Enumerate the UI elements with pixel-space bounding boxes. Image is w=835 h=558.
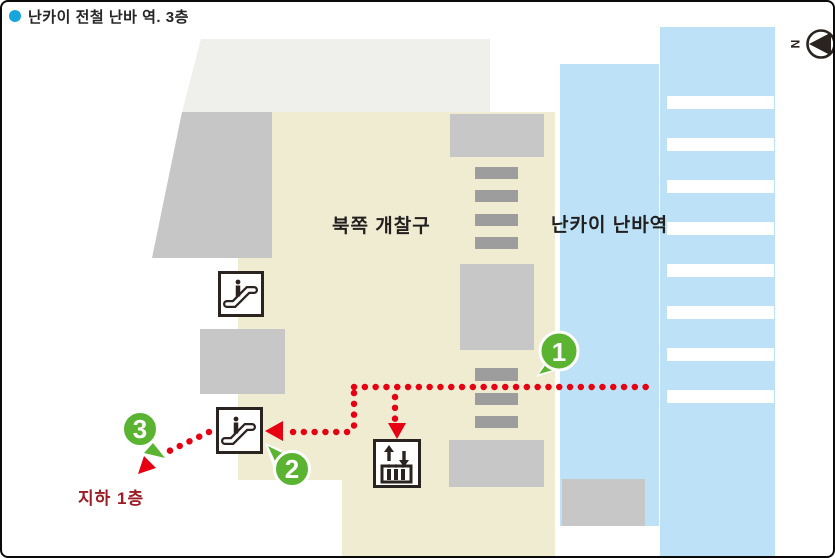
- ticket-gate-bar: [475, 190, 518, 202]
- escalator-upper-icon: [218, 271, 264, 317]
- north-compass-icon: [806, 29, 833, 59]
- structure-block: [450, 114, 544, 157]
- north-gate-label: 북쪽 개찰구: [332, 216, 431, 237]
- route-line-to-basement: [159, 428, 213, 458]
- step-badge-1: [538, 330, 580, 372]
- route-dotted-lines: [159, 383, 656, 458]
- structure-block: [460, 264, 534, 350]
- step-badge-2: [273, 450, 311, 488]
- platform-track-stripe: [667, 96, 774, 109]
- basement-label: 지하 1층: [78, 489, 145, 508]
- platform-track-stripe: [667, 180, 774, 193]
- route-arrow-down-icon: [388, 423, 406, 439]
- structure-block: [562, 479, 645, 526]
- station-area-platforms: [660, 27, 775, 556]
- station-area-inner: [560, 64, 659, 526]
- step-badges: [121, 330, 580, 488]
- escalator-lower-icon: [216, 407, 263, 454]
- page-title: 난카이 전철 난바 역. 3층: [28, 9, 189, 26]
- route-arrow-downleft-icon: [138, 456, 156, 474]
- platform-track-stripe: [667, 390, 774, 403]
- step-badge-tail: [144, 443, 165, 458]
- step-badge-3-number: 3: [132, 414, 148, 444]
- title-bullet-icon: [9, 10, 21, 22]
- ticket-gate-bar: [475, 416, 518, 428]
- structure-block: [200, 329, 285, 394]
- ticket-gate-bar: [475, 214, 518, 226]
- structure-block: [449, 440, 544, 487]
- route-arrow-left-icon: [265, 421, 283, 441]
- platform-track-stripe: [667, 222, 774, 235]
- ticket-gate-bar: [475, 167, 518, 179]
- platform-track-stripes: [667, 96, 774, 403]
- elevator-icon: [373, 439, 421, 488]
- ticket-gate-bars: [475, 167, 518, 428]
- platform-track-stripe: [667, 138, 774, 151]
- route-arrowheads: [138, 421, 406, 474]
- building-left-block: [152, 112, 272, 258]
- building-upper-block: [182, 39, 490, 112]
- structure-blocks: [200, 114, 645, 526]
- step-badge-2-number: 2: [284, 454, 300, 484]
- ticket-gate-bar: [475, 237, 518, 249]
- ticket-gate-bar: [475, 393, 518, 405]
- platform-track-stripe: [667, 348, 774, 361]
- step-badge-3: [121, 410, 159, 448]
- station-label: 난카이 난바역: [551, 215, 669, 236]
- route-line-to-escalator: [287, 389, 358, 436]
- compass-north-label: N: [788, 39, 803, 49]
- platform-track-stripe: [667, 306, 774, 319]
- ticket-gate-bar: [475, 368, 518, 381]
- platform-track-stripe: [667, 264, 774, 277]
- step-badge-1-number: 1: [551, 337, 567, 367]
